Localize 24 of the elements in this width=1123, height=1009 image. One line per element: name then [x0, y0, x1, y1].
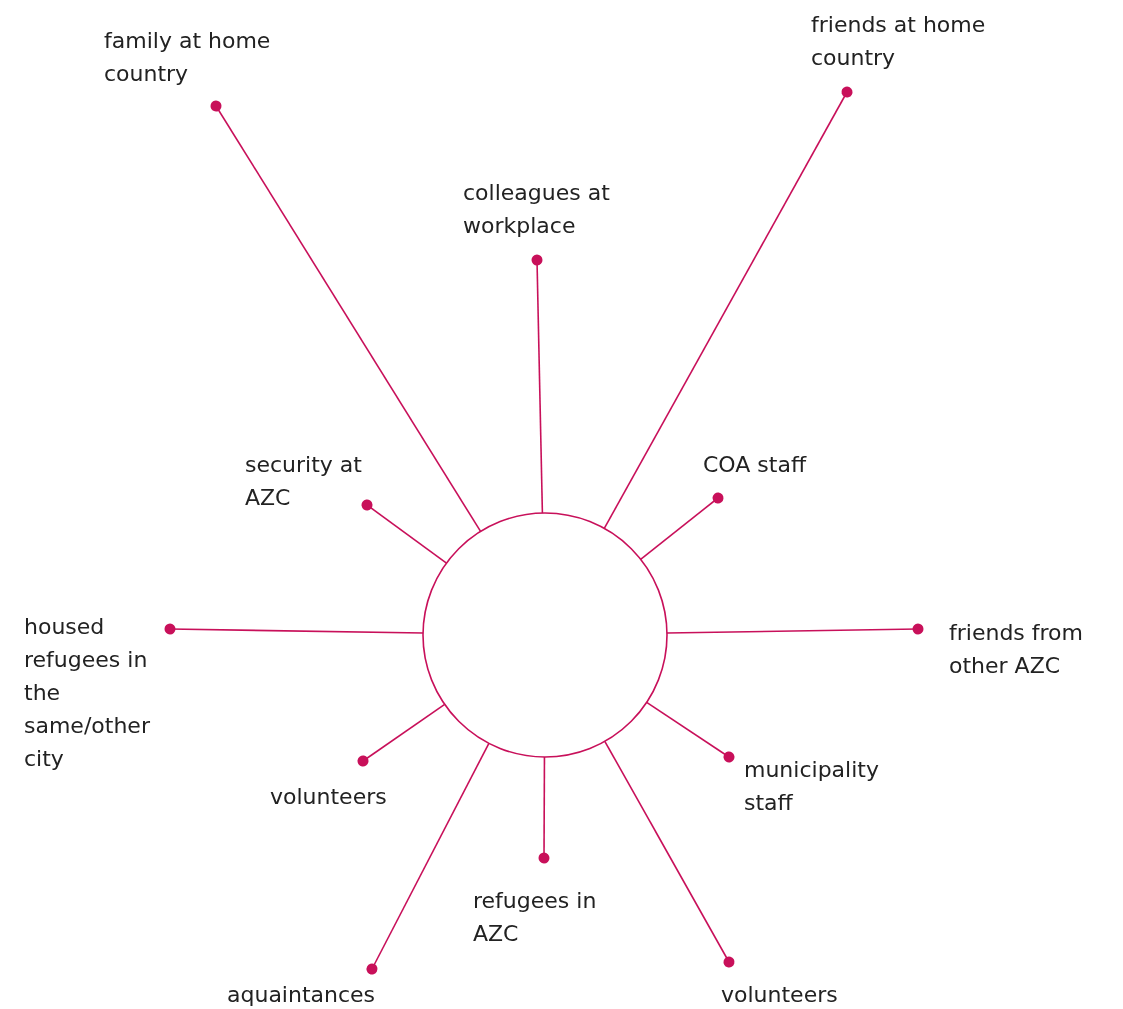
spoke-label: municipality staff — [744, 753, 914, 819]
spoke-label: volunteers — [270, 780, 387, 813]
spoke-line — [604, 740, 735, 968]
spoke-label: security at AZC — [245, 448, 405, 514]
spoke-label: friends from other AZC — [949, 616, 1123, 682]
spoke-label: volunteers — [721, 978, 838, 1009]
spoke-line — [357, 703, 446, 767]
spoke-label: friends at home country — [811, 8, 989, 74]
spoke-label: housed refugees in the same/other city — [24, 610, 164, 775]
spoke-label: COA staff — [703, 448, 807, 481]
spoke-line — [603, 86, 853, 530]
spoke-line — [639, 492, 724, 561]
spoke-label: colleagues at workplace — [463, 176, 663, 242]
spoke-label: refugees in AZC — [473, 884, 633, 950]
spoke-line — [210, 100, 482, 533]
hub-circle — [422, 512, 668, 758]
spoke-line — [645, 701, 735, 763]
spoke-line — [164, 623, 424, 635]
spoke-line — [538, 756, 550, 864]
spoke-line — [361, 499, 448, 564]
spoke-label: aquaintances — [227, 978, 376, 1009]
spoke-line — [531, 254, 544, 514]
spoke-label: family at home country — [104, 24, 324, 90]
spoke-line — [366, 742, 490, 975]
